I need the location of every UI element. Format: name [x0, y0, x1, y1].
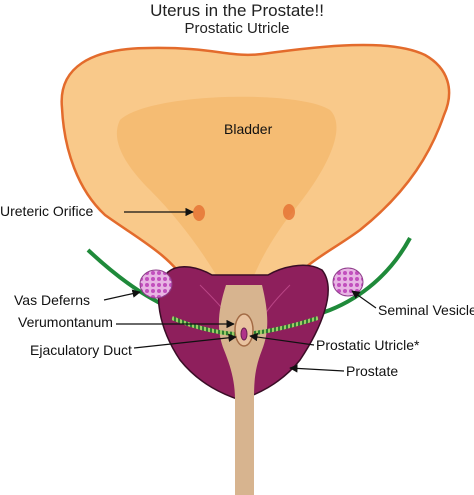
label-prostate: Prostate: [346, 363, 398, 379]
ureteric-orifice-right: [283, 204, 295, 220]
label-vas-deferens: Vas Deferns: [14, 292, 90, 308]
bladder-inner: [116, 96, 337, 285]
arrow-ejaculatory-duct: [133, 333, 237, 349]
seminal-vesicle-right: [332, 267, 364, 297]
label-verumontanum: Verumontanum: [18, 314, 113, 330]
arrow-prostatic-utricle: [249, 332, 315, 346]
seminal-vesicle-left: [139, 269, 173, 299]
arrow-vas-deferens: [103, 289, 141, 301]
arrow-seminal-vesicle: [351, 290, 377, 309]
label-seminal-vesicle: Seminal Vesicle: [378, 302, 474, 318]
label-ejaculatory-duct: Ejaculatory Duct: [30, 342, 132, 358]
prostatic-utricle: [240, 327, 248, 341]
label-ureteric-orifice: Ureteric Orifice: [0, 203, 94, 219]
arrow-prostate: [289, 364, 345, 373]
label-bladder: Bladder: [224, 121, 273, 137]
diagram-subtitle: Prostatic Utricle: [184, 20, 290, 37]
diagram-title: Uterus in the Prostate!!: [150, 1, 324, 20]
label-prostatic-utricle: Prostatic Utricle*: [316, 337, 420, 353]
ureteric-orifice-left: [193, 205, 205, 221]
